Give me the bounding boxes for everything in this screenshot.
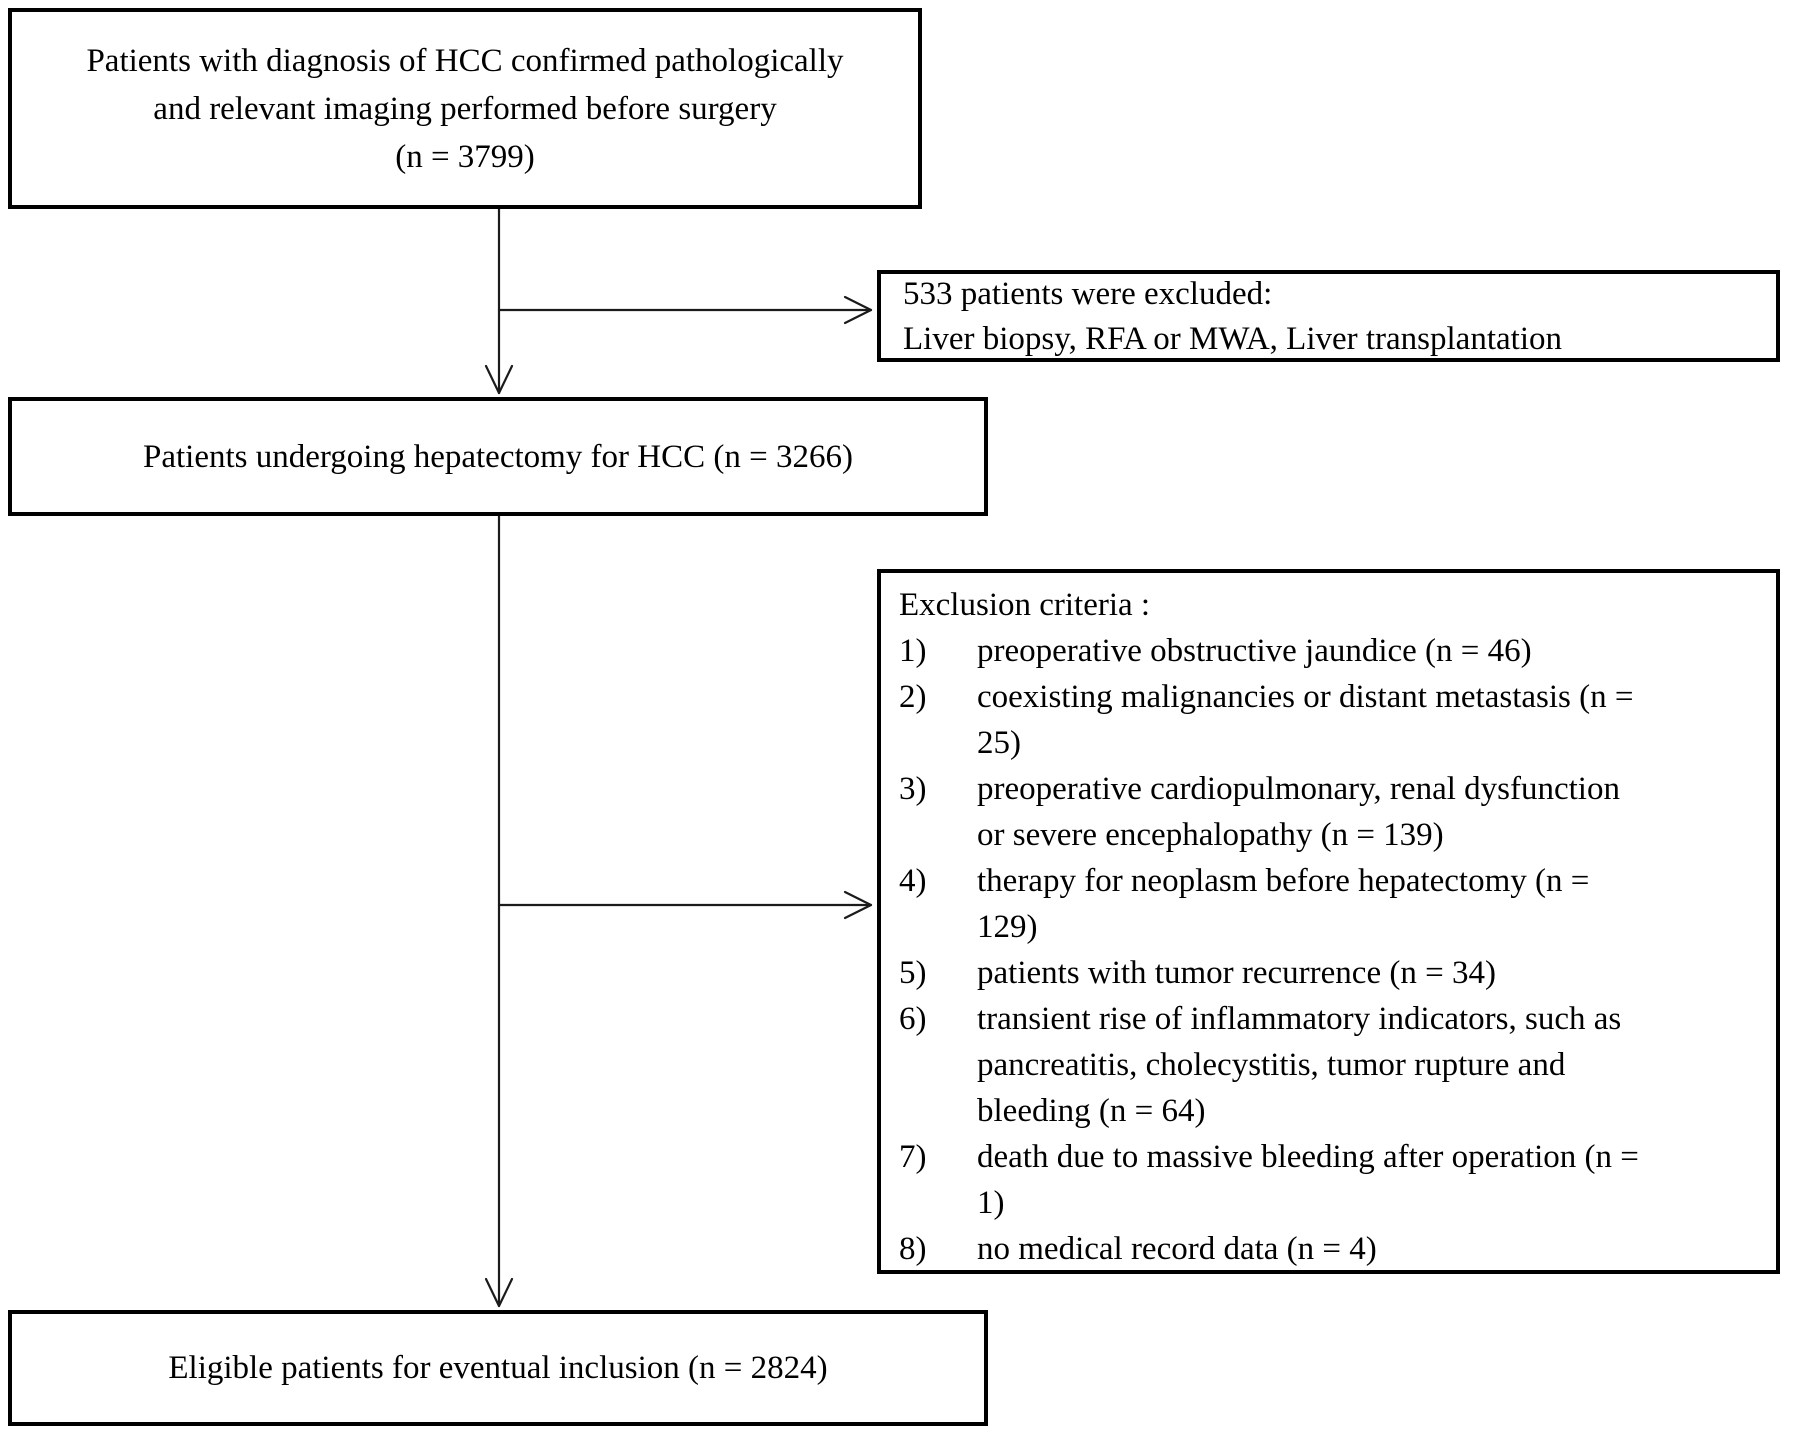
criteria-item: 7) death due to massive bleeding after o… (899, 1134, 1768, 1226)
criteria-item-text: no medical record data (n = 4) (977, 1231, 1377, 1267)
initial-cohort-line: and relevant imaging performed before su… (153, 90, 777, 127)
initial-cohort-line: Patients with diagnosis of HCC confirmed… (86, 42, 844, 79)
criteria-item-text: coexisting malignancies or distant metas… (977, 679, 1634, 761)
criteria-item-number: 6) (899, 1001, 927, 1037)
arrow-branch-to-excluded (497, 295, 873, 325)
eligible-patients-text: Eligible patients for eventual inclusion… (168, 1350, 828, 1386)
excluded-patients-line: Liver biopsy, RFA or MWA, Liver transpla… (903, 320, 1562, 357)
box-initial-cohort: Patients with diagnosis of HCC confirmed… (8, 8, 922, 209)
criteria-item: 6) transient rise of inflammatory indica… (899, 996, 1768, 1134)
arrow-branch-to-criteria (497, 890, 873, 920)
criteria-item-number: 3) (899, 771, 927, 807)
criteria-item: 2) coexisting malignancies or distant me… (899, 674, 1768, 766)
criteria-item-text: therapy for neoplasm before hepatectomy … (977, 863, 1590, 945)
criteria-item-text: preoperative cardiopulmonary, renal dysf… (977, 771, 1620, 853)
criteria-item-number: 1) (899, 633, 927, 669)
criteria-item: 3) preoperative cardiopulmonary, renal d… (899, 766, 1768, 858)
criteria-item: 5) patients with tumor recurrence (n = 3… (899, 950, 1768, 996)
criteria-item-text: preoperative obstructive jaundice (n = 4… (977, 633, 1532, 669)
box-eligible-patients: Eligible patients for eventual inclusion… (8, 1310, 988, 1426)
criteria-item: 8) no medical record data (n = 4) (899, 1226, 1768, 1272)
criteria-item-number: 2) (899, 679, 927, 715)
arrow-hepatectomy-to-eligible (484, 514, 514, 1308)
excluded-patients-line: 533 patients were excluded: (903, 275, 1273, 312)
criteria-item-number: 8) (899, 1231, 927, 1267)
criteria-item-text: patients with tumor recurrence (n = 34) (977, 955, 1496, 991)
criteria-item-number: 5) (899, 955, 927, 991)
arrow-initial-to-hepatectomy (484, 207, 514, 395)
exclusion-criteria-header: Exclusion criteria : (899, 587, 1151, 623)
initial-cohort-count: (n = 3799) (395, 138, 535, 175)
hepatectomy-cohort-text: Patients undergoing hepatectomy for HCC … (143, 438, 853, 475)
box-excluded-patients: 533 patients were excluded: Liver biopsy… (877, 270, 1780, 362)
box-exclusion-criteria: Exclusion criteria : 1) preoperative obs… (877, 569, 1780, 1274)
criteria-item: 4) therapy for neoplasm before hepatecto… (899, 858, 1768, 950)
criteria-item-text: death due to massive bleeding after oper… (977, 1139, 1639, 1221)
criteria-item-number: 4) (899, 863, 927, 899)
criteria-item-number: 7) (899, 1139, 927, 1175)
criteria-item: 1) preoperative obstructive jaundice (n … (899, 628, 1768, 674)
criteria-item-text: transient rise of inflammatory indicator… (977, 1001, 1622, 1129)
box-hepatectomy-cohort: Patients undergoing hepatectomy for HCC … (8, 397, 988, 516)
